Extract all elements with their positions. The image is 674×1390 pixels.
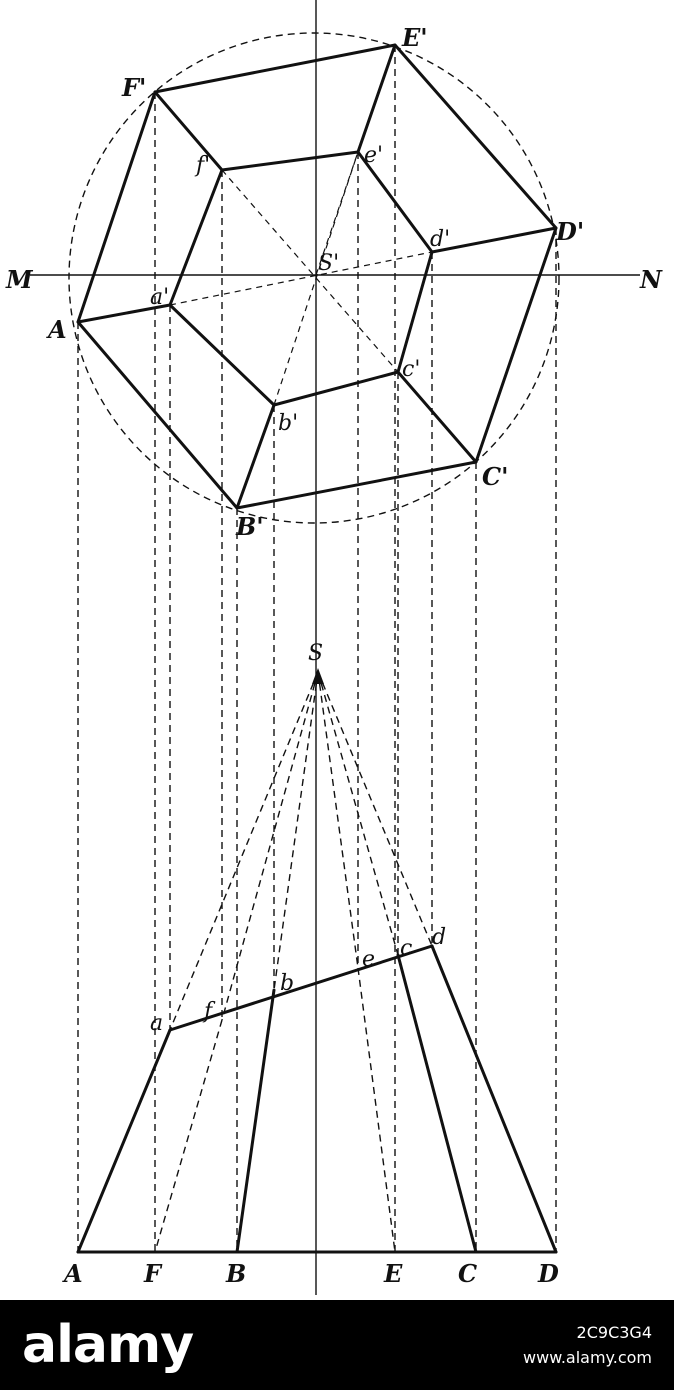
alamy-logo: alamy [22, 1315, 194, 1375]
label-e-prime: E' [401, 23, 428, 52]
label-F: F [143, 1259, 163, 1288]
label-a-prime-outer: A [46, 315, 67, 344]
label-n: N [639, 265, 663, 294]
circumscribed-circle [68, 32, 560, 524]
apex-arrow [312, 668, 324, 684]
elevation-apex-rays [154, 671, 433, 1253]
label-C: C [458, 1259, 477, 1288]
frustum-projection-diagram: A B' C' D' E' F' a' b' c' d' e' f' S' M … [5, 0, 663, 1295]
elevation-frustum [76, 944, 558, 1254]
label-d: d [432, 925, 446, 950]
label-A: A [62, 1259, 83, 1288]
label-E: E [383, 1259, 403, 1288]
label-e: e [362, 947, 375, 972]
label-m: M [5, 265, 34, 294]
plan-edges [76, 43, 558, 510]
label-f-prime: F' [121, 73, 146, 102]
watermark-bar: alamy 2C9C3G4 www.alamy.com [0, 1300, 674, 1390]
label-d-prime: D' [555, 217, 584, 246]
label-B: B [225, 1259, 246, 1288]
label-s: S [308, 641, 323, 666]
label-d-prime-inner: d' [430, 227, 450, 252]
label-b: b [280, 971, 294, 996]
label-b-prime: B' [235, 512, 264, 541]
label-s-prime: S' [318, 251, 339, 276]
label-f-prime-inner: f' [194, 153, 210, 178]
technical-drawing: A B' C' D' E' F' a' b' c' d' e' f' S' M … [5, 0, 663, 1295]
label-e-prime-inner: e' [364, 143, 383, 168]
projector-lines [77, 45, 557, 1252]
label-a: a [150, 1011, 163, 1036]
label-c: c [400, 936, 412, 961]
image-id: 2C9C3G4 [576, 1323, 652, 1342]
label-c-prime: C' [482, 462, 508, 491]
label-c-prime-inner: c' [402, 357, 420, 382]
watermark-url: www.alamy.com [523, 1348, 652, 1367]
watermark-info: 2C9C3G4 www.alamy.com [523, 1323, 652, 1367]
label-D: D [537, 1259, 559, 1288]
label-a-prime-inner: a' [150, 285, 169, 310]
label-b-prime-inner: b' [278, 411, 298, 436]
label-f: f [202, 999, 216, 1024]
plan-diagonals [169, 151, 433, 406]
